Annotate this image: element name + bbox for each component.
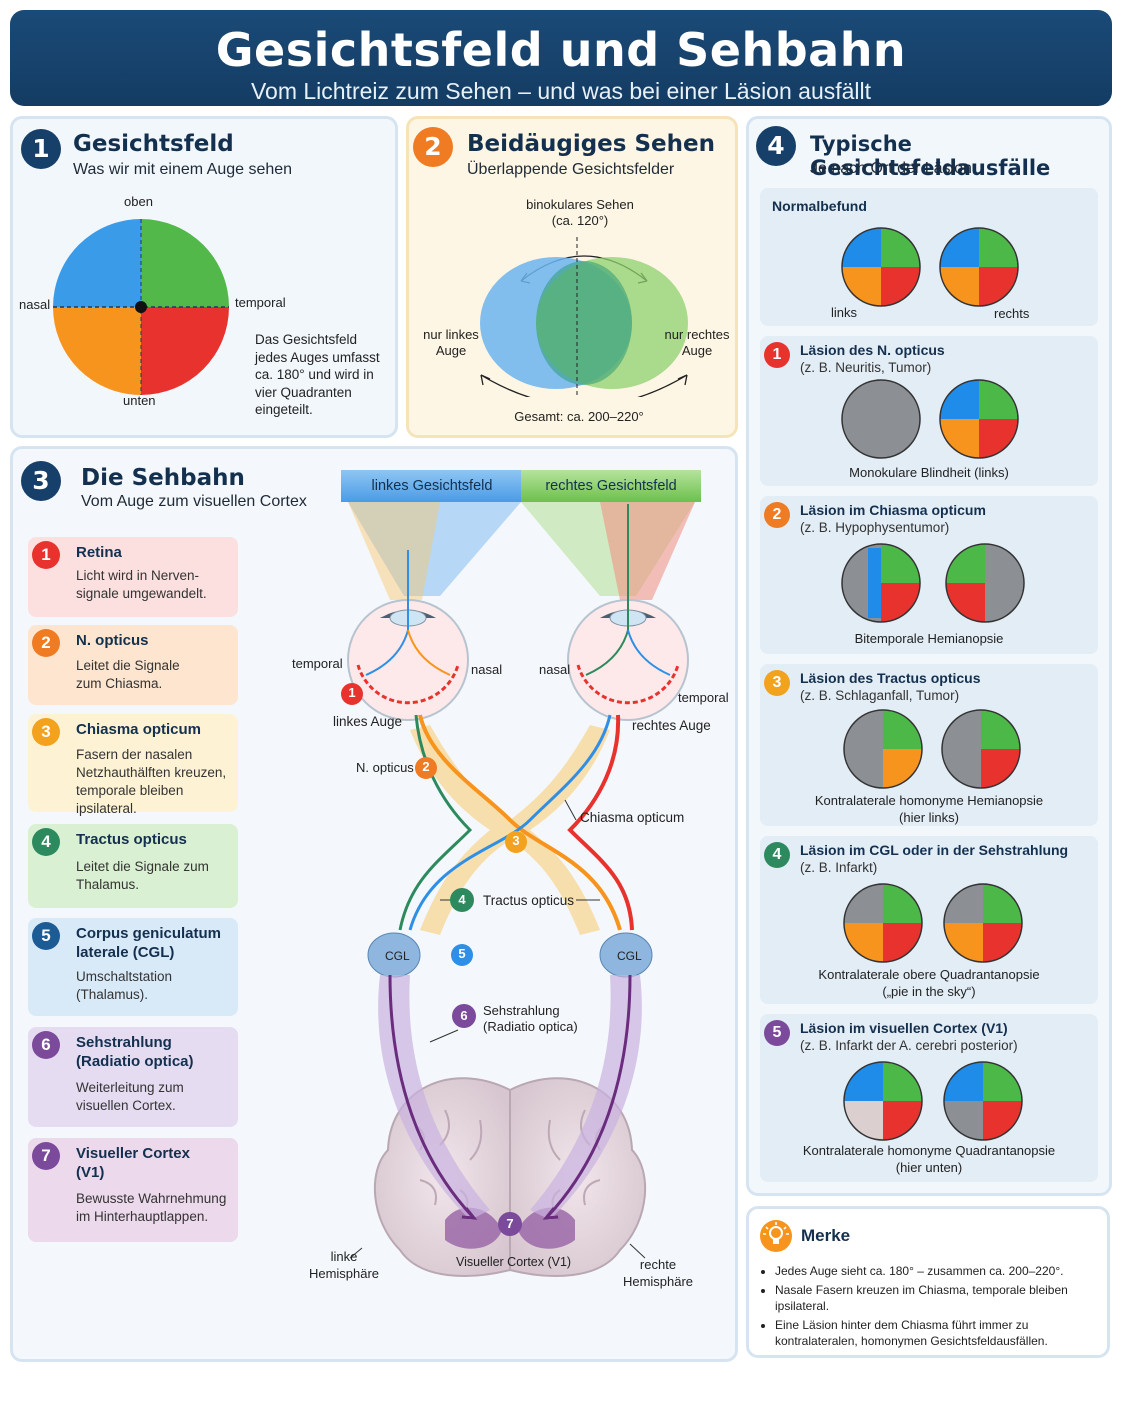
field-left-lower-quadrant [843, 1061, 923, 1141]
label-temporal-right: temporal [678, 690, 729, 705]
marker-2: 2 [422, 759, 430, 774]
label-right-eye: rechtes Auge [632, 718, 711, 733]
visual-field-quadrant-circle [53, 219, 229, 395]
case-tractus: 3 Läsion des Tractus opticus (z. B. Schl… [760, 664, 1098, 826]
merke-item: Jedes Auge sieht ca. 180° – zusammen ca.… [775, 1263, 1105, 1279]
case-normal: Normalbefund links rechts [760, 188, 1098, 326]
label-nasal-right: nasal [539, 662, 571, 677]
normal-field-left [841, 227, 921, 307]
field-right-lower-quadrant [943, 1061, 1023, 1141]
field-right-bitemporal [945, 543, 1025, 623]
label-cgl-right: CGL [617, 949, 642, 963]
field-right-quadrantanopsia [943, 883, 1023, 963]
panel-gesichtsfeld: 1 Gesichtsfeld Was wir mit einem Auge se… [10, 116, 398, 438]
merke-title: Merke [801, 1226, 851, 1245]
field-right-normal [939, 379, 1019, 459]
marker-3: 3 [512, 833, 520, 848]
label-n-opticus: N. opticus [356, 760, 414, 775]
step-sehstrahlung: 6 Sehstrahlung(Radiatio optica) Weiterle… [28, 1027, 238, 1127]
panel-title: Gesichtsfeld [73, 131, 234, 157]
right-field-bar [521, 470, 701, 502]
label-nasal: nasal [19, 297, 51, 312]
panel-subtitle: Was wir mit einem Auge sehen [73, 161, 293, 178]
binocular-label: binokulares Sehen(ca. 120°) [526, 197, 634, 228]
label-radiatio: Sehstrahlung(Radiatio optica) [483, 1003, 578, 1034]
panel-number: 2 [413, 127, 453, 167]
header-banner: Gesichtsfeld und Sehbahn Vom Lichtreiz z… [10, 10, 1112, 106]
label-temporal-left: temporal [292, 656, 343, 671]
panel-binocular: 2 Beidäugiges Sehen Überlappende Gesicht… [406, 116, 738, 438]
merke-item: Nasale Fasern kreuzen im Chiasma, tempor… [775, 1282, 1105, 1314]
label-links: links [831, 305, 858, 320]
marker-1: 1 [348, 685, 356, 700]
left-field-bar [341, 470, 521, 502]
label-bottom: unten [123, 393, 156, 408]
step-retina: 1 Retina Licht wird in Nerven-signale um… [28, 537, 238, 617]
total-field-label: Gesamt: ca. 200–220° [514, 409, 644, 424]
lightbulb-icon [760, 1220, 792, 1252]
panel-title: Die Sehbahn [81, 465, 245, 491]
label-nasal-left: nasal [471, 662, 503, 677]
label-left-eye: linkes Auge [333, 714, 403, 729]
page-title: Gesichtsfeld und Sehbahn [215, 23, 907, 77]
marker-6: 6 [460, 1008, 468, 1023]
field-right-hemianopsia [941, 709, 1021, 789]
label-temporal: temporal [235, 295, 286, 310]
label-cortex: Visueller Cortex (V1) [456, 1255, 572, 1269]
label-chiasma: Chiasma opticum [580, 810, 685, 825]
label-cgl-left: CGL [385, 949, 410, 963]
panel-subtitle: Überlappende Gesichtsfelder [467, 161, 675, 178]
label-top: oben [124, 194, 153, 209]
case-chiasma: 2 Läsion im Chiasma opticum (z. B. Hypop… [760, 496, 1098, 654]
panel4-subtitle: Je nach Ort der Läsion [810, 160, 972, 177]
right-field-label: rechtes Gesichtsfeld [545, 478, 677, 494]
merke-item: Eine Läsion hinter dem Chiasma führt imm… [775, 1317, 1105, 1349]
field-left-bitemporal [841, 543, 921, 623]
field-left-hemianopsia [843, 709, 923, 789]
marker-5: 5 [458, 946, 466, 961]
label-rechts: rechts [994, 306, 1030, 321]
right-eye [567, 504, 689, 721]
panel4-number: 4 [756, 126, 796, 166]
panel-title: Beidäugiges Sehen [467, 131, 715, 157]
case-cgl: 4 Läsion im CGL oder in der Sehstrahlung… [760, 836, 1098, 1004]
panel4-title: Typische Gesichtsfeldausfälle [810, 132, 1051, 180]
marker-4: 4 [458, 892, 466, 907]
left-field-label: linkes Gesichtsfeld [371, 478, 493, 494]
panel-subtitle: Vom Auge zum visuellen Cortex [81, 493, 307, 510]
merke-box: Merke Jedes Auge sieht ca. 180° – zusamm… [746, 1206, 1110, 1358]
binocular-overlap-diagram [480, 237, 688, 397]
marker-7: 7 [506, 1216, 514, 1231]
visual-pathway-diagram [341, 470, 701, 1277]
panel-number: 3 [21, 461, 61, 501]
label-tractus: Tractus opticus [483, 893, 575, 908]
left-eye [347, 550, 469, 721]
panel-number: 1 [21, 129, 61, 169]
step-visual-cortex: 7 Visueller Cortex(V1) Bewusste Wahrnehm… [28, 1138, 238, 1242]
field-left-blind [841, 379, 921, 459]
normal-field-right [939, 227, 1019, 307]
step-tractus: 4 Tractus opticus Leitet die Signale zum… [28, 824, 238, 908]
page-subtitle: Vom Lichtreiz zum Sehen – und was bei ei… [250, 78, 872, 104]
field-left-quadrantanopsia [843, 883, 923, 963]
merke-list: Jedes Auge sieht ca. 180° – zusammen ca.… [775, 1263, 1105, 1352]
case-n-opticus: 1 Läsion des N. opticus (z. B. Neuritis,… [760, 336, 1098, 486]
case-visual-cortex: 5 Läsion im visuellen Cortex (V1) (z. B.… [760, 1014, 1098, 1182]
